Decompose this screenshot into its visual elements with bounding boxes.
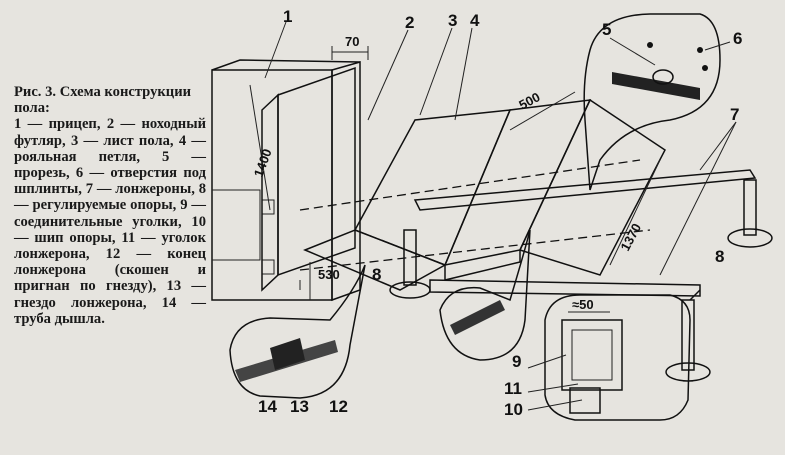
inset-longeron-socket [229,264,366,399]
label-3: 3 [448,11,457,30]
dimension-1400: 1400 [251,147,275,179]
label-12: 12 [329,397,348,416]
inset-corner-detail [544,289,701,421]
label-8-left: 8 [372,265,381,284]
hiking-case [261,66,356,292]
label-13: 13 [290,397,309,416]
support-leg-left [389,229,431,299]
dimension-530: 530 [318,267,340,282]
dimension-70: 70 [345,34,359,49]
label-10: 10 [504,400,523,419]
floor-sheets [303,98,666,291]
label-1: 1 [283,7,292,26]
leader-lines [264,21,737,411]
dashed-outline [299,159,651,271]
label-4: 4 [470,11,480,30]
inset-hinge-detail [439,229,531,361]
support-leg-front [665,299,711,382]
label-14: 14 [258,397,277,416]
label-5: 5 [602,20,611,39]
label-8-right: 8 [715,247,724,266]
label-6: 6 [733,29,742,48]
dimension-50: ≈50 [572,297,594,312]
caption-body: 1 — прицеп, 2 — ноходный футляр, 3 — лис… [14,116,206,327]
label-7: 7 [730,105,739,124]
label-11: 11 [504,379,522,398]
figure-caption: Рис. 3. Схема конструкции пола: 1 — приц… [14,84,206,327]
dimension-lines [249,46,661,313]
inset-slot-detail [583,13,721,191]
dimension-1370: 1370 [617,221,644,254]
label-2: 2 [405,13,414,32]
longerons [413,169,757,297]
caption-title: Рис. 3. Схема конструкции пола: [14,84,192,117]
label-9: 9 [512,352,521,371]
support-leg-right [727,179,773,248]
